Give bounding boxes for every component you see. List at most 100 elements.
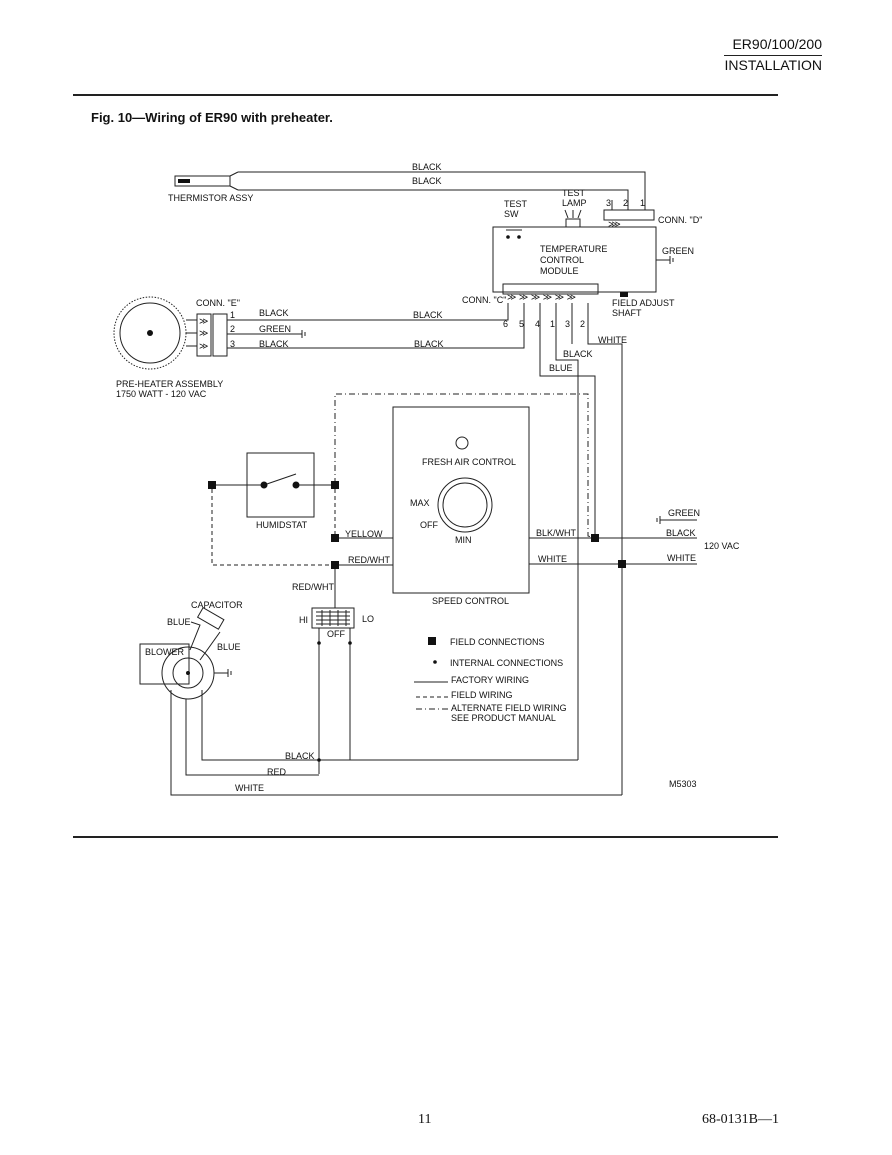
label-red-wht-2: RED/WHT	[292, 582, 334, 592]
label-black-ph-1: BLACK	[259, 308, 289, 318]
knob-min: MIN	[455, 535, 472, 545]
conn-c-pin-4: 4	[535, 319, 540, 329]
field-connection-2	[331, 481, 339, 489]
legend-alternate-2: SEE PRODUCT MANUAL	[451, 713, 556, 723]
field-adjust-label-2: SHAFT	[612, 308, 642, 318]
label-black-therm-1: BLACK	[412, 162, 442, 172]
fresh-air-indicator	[455, 436, 469, 450]
humidstat-label: HUMIDSTAT	[256, 520, 308, 530]
speed-control	[392, 406, 530, 594]
capacitor-label: CAPACITOR	[191, 600, 243, 610]
conn-e-pin-3: 3	[230, 339, 235, 349]
fresh-air-label: FRESH AIR CONTROL	[422, 457, 516, 467]
top-rule	[73, 94, 778, 96]
label-black-bottom: BLACK	[285, 751, 315, 761]
test-sw-label-1: TEST	[504, 199, 528, 209]
legend: FIELD CONNECTIONS INTERNAL CONNECTIONS F…	[414, 637, 567, 723]
label-white-bottom: WHITE	[235, 783, 264, 793]
field-connection-6	[618, 560, 626, 568]
label-white-supply: WHITE	[667, 553, 696, 563]
speed-control-label: SPEED CONTROL	[432, 596, 509, 606]
wire-white-bottom	[170, 690, 622, 796]
wire-module-white	[587, 303, 623, 795]
speed-knob	[437, 477, 493, 533]
thermistor-label: THERMISTOR ASSY	[168, 193, 253, 203]
wire-preheater-black-1	[227, 303, 509, 321]
field-connection-1	[208, 481, 216, 489]
field-adjust-shaft	[620, 292, 628, 297]
label-green-supply: GREEN	[668, 508, 700, 518]
conn-d-label: CONN. "D"	[658, 215, 702, 225]
label-black-supply: BLACK	[666, 528, 696, 538]
label-black-therm-2: BLACK	[412, 176, 442, 186]
label-red-wht-1: RED/WHT	[348, 555, 390, 565]
figure-code: M5303	[669, 779, 697, 789]
label-120vac: 120 VAC	[704, 541, 740, 551]
switch-off: OFF	[327, 629, 345, 639]
conn-d-pin-2: 2	[623, 198, 628, 208]
alternate-field-wiring	[334, 393, 596, 539]
svg-text:≫: ≫	[199, 328, 208, 338]
module-label-1: TEMPERATURE	[540, 244, 607, 254]
capacitor	[196, 606, 225, 630]
conn-c	[502, 283, 599, 295]
module-label-2: CONTROL	[540, 255, 584, 265]
label-black-module: BLACK	[563, 349, 593, 359]
blower-label: BLOWER	[145, 647, 185, 657]
document-number: 68-0131B—1	[702, 1112, 779, 1127]
wire-preheater-black-3	[227, 303, 525, 349]
knob-max: MAX	[410, 498, 430, 508]
label-white-module: WHITE	[598, 335, 627, 345]
conn-e-pin-1: 1	[230, 310, 235, 320]
pre-heater-assembly: ≫ ≫ ≫	[113, 296, 228, 370]
field-connection-4	[331, 561, 339, 569]
legend-fieldwiring: FIELD WIRING	[451, 690, 513, 700]
wire-preheater-green	[227, 330, 306, 338]
label-blk-wht: BLK/WHT	[536, 528, 577, 538]
label-white-speed: WHITE	[538, 554, 567, 564]
field-adjust-label-1: FIELD ADJUST	[612, 298, 675, 308]
field-wiring-humidstat	[211, 489, 335, 566]
svg-text:≫: ≫	[199, 341, 208, 351]
test-lamp-label-2: LAMP	[562, 198, 587, 208]
conn-c-pin-6: 6	[503, 319, 508, 329]
wire-module-blue	[539, 303, 596, 538]
thermistor-assembly: THERMISTOR ASSY	[168, 171, 253, 203]
legend-factory: FACTORY WIRING	[451, 675, 529, 685]
figure-title: Fig. 10—Wiring of ER90 with preheater.	[91, 110, 333, 125]
wire-red-bottom	[185, 699, 319, 776]
label-red-bottom: RED	[267, 767, 287, 777]
switch-hi: HI	[299, 615, 308, 625]
conn-e-pin-2: 2	[230, 324, 235, 334]
header-section: INSTALLATION	[724, 55, 822, 73]
conn-c-pin-1: 1	[550, 319, 555, 329]
legend-field: FIELD CONNECTIONS	[450, 637, 545, 647]
test-sw-label-2: SW	[504, 209, 519, 219]
svg-text:≫ ≫ ≫ ≫ ≫ ≫: ≫ ≫ ≫ ≫ ≫ ≫	[507, 292, 576, 302]
label-blue-module: BLUE	[549, 363, 573, 373]
label-blue-cap-1: BLUE	[167, 617, 191, 627]
conn-c-pin-3: 3	[565, 319, 570, 329]
conn-c-pin-2: 2	[580, 319, 585, 329]
conn-c-pin-5: 5	[519, 319, 524, 329]
conn-e-label: CONN. "E"	[196, 298, 240, 308]
label-black-ph-3: BLACK	[259, 339, 289, 349]
field-connection-3	[331, 534, 339, 542]
bottom-rule	[73, 836, 778, 838]
label-blue-cap-2: BLUE	[217, 642, 241, 652]
hi-lo-switch	[311, 607, 355, 629]
legend-internal: INTERNAL CONNECTIONS	[450, 658, 563, 668]
conn-d	[603, 209, 655, 221]
header-model: ER90/100/200	[732, 36, 822, 52]
wire-black-bottom	[201, 690, 578, 761]
wire-thermistor-black-1	[238, 171, 646, 210]
svg-text:⋙: ⋙	[608, 219, 621, 229]
legend-field-symbol	[428, 637, 436, 645]
legend-internal-symbol	[433, 660, 437, 664]
test-lamp	[565, 218, 581, 228]
label-green-module: GREEN	[662, 246, 694, 256]
conn-d-pin-1: 1	[640, 198, 645, 208]
label-black-ph-3b: BLACK	[414, 339, 444, 349]
conn-c-label: CONN. "C"	[462, 295, 506, 305]
